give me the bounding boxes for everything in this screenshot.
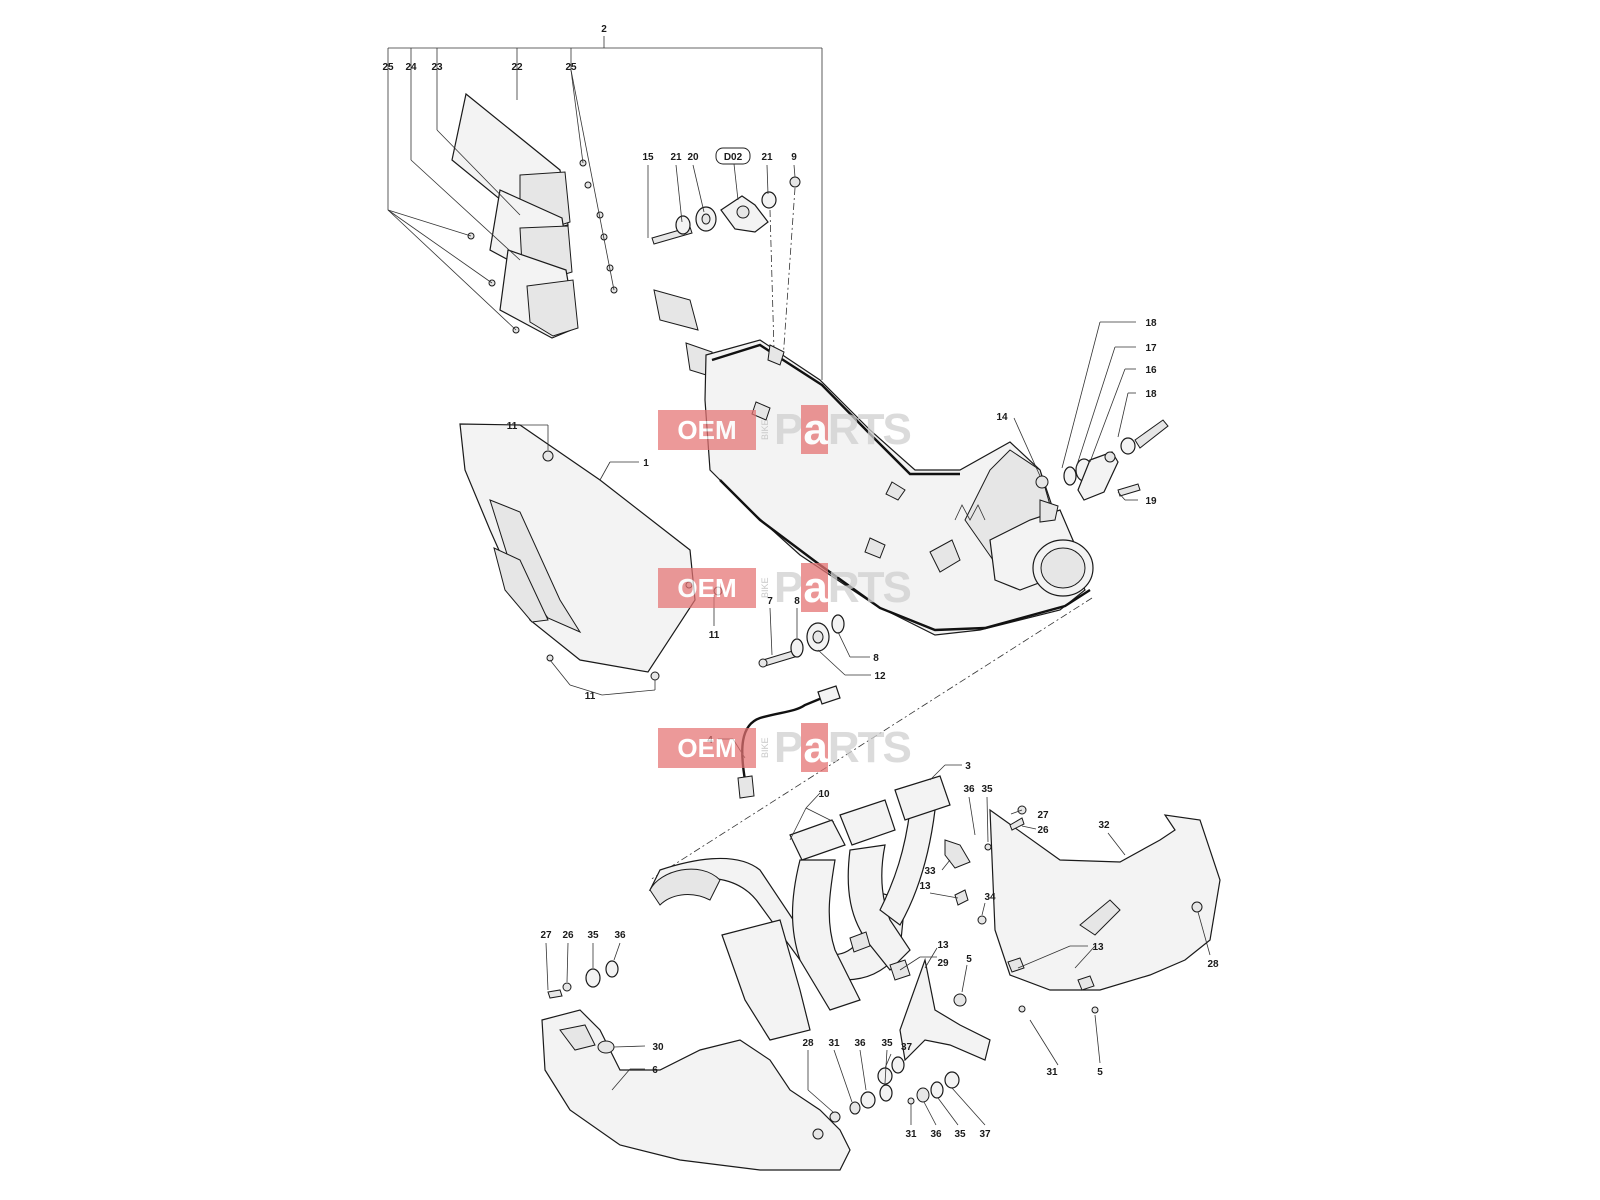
callout-8-left: 8: [794, 596, 800, 607]
cap-leader-lines: [387, 60, 615, 331]
callout-6: 6: [652, 1065, 658, 1076]
callout-20: 20: [687, 152, 699, 163]
watermark-oem: OEM: [658, 410, 756, 450]
callout-28-left: 28: [802, 1038, 814, 1049]
callout-21-right: 21: [761, 152, 773, 163]
callout-9: 9: [791, 152, 797, 163]
callout-13-right: 13: [1092, 942, 1104, 953]
callout-19: 19: [1145, 496, 1157, 507]
callout-3: 3: [965, 761, 971, 772]
callout-21-left: 21: [670, 152, 682, 163]
callout-34: 34: [984, 892, 996, 903]
front-mount-leaders: [769, 607, 871, 676]
callout-8-right: 8: [873, 653, 879, 664]
callout-28-right: 28: [1207, 959, 1219, 970]
watermark-oem: OEM: [658, 728, 756, 768]
callout-36-left: 36: [614, 930, 626, 941]
callout-31-left: 31: [828, 1038, 840, 1049]
callout-d02: D02: [724, 152, 743, 163]
callout-2: 2: [601, 24, 607, 35]
exhaust-header[interactable]: [648, 775, 951, 1041]
silencer-end-caps[interactable]: [451, 92, 579, 339]
watermark-parts: PaRTS: [774, 723, 912, 772]
callout-24: 24: [405, 62, 417, 73]
sensor-guide: [649, 597, 1093, 881]
callout-26-left: 26: [562, 930, 574, 941]
callout-22: 22: [511, 62, 523, 73]
silencer-hanger-hardware[interactable]: [1035, 419, 1169, 501]
callout-25-right: 25: [565, 62, 577, 73]
callout-13-center: 13: [937, 940, 949, 951]
left-belly-pan[interactable]: [541, 1009, 851, 1171]
watermark-bike: BIKE: [760, 577, 770, 599]
callout-11-bottom: 11: [585, 691, 596, 702]
right-pan-leaders: [929, 796, 1211, 1066]
callout-33: 33: [924, 866, 936, 877]
callout-32: 32: [1098, 820, 1110, 831]
callout-26-right: 26: [1037, 825, 1049, 836]
callout-11-top: 11: [507, 421, 518, 432]
callout-13-upper: 13: [919, 881, 931, 892]
silencer-heat-shield[interactable]: [459, 423, 723, 681]
callout-d02-box: [715, 147, 751, 165]
header-leaders: [789, 764, 962, 841]
callout-16: 16: [1145, 365, 1157, 376]
callout-37-upper: 37: [901, 1042, 913, 1053]
right-pan-hardware[interactable]: [944, 805, 1027, 925]
callout-labels: 2 25 24 23 22 25 15 21 20 D02 21 9 18 17…: [382, 24, 1219, 1140]
callout-17: 17: [1145, 343, 1157, 354]
callout-18-bottom: 18: [1145, 389, 1157, 400]
callout-31-right: 31: [1046, 1067, 1058, 1078]
watermark-parts: PaRTS: [774, 405, 912, 454]
callout-29: 29: [937, 958, 949, 969]
callout-36-lower-left: 36: [854, 1038, 866, 1049]
callout-36-upper: 36: [963, 784, 975, 795]
center-bracket-leaders: [884, 947, 986, 1126]
mount-leader-lines: [647, 163, 796, 361]
assembly-bracket-2: [387, 36, 823, 380]
callout-37-bottom: 37: [979, 1129, 991, 1140]
callout-5-center: 5: [966, 954, 972, 965]
callout-14: 14: [996, 412, 1008, 423]
watermark-parts: PaRTS: [774, 563, 912, 612]
rear-mount-hardware[interactable]: [651, 176, 801, 245]
callout-1: 1: [643, 458, 649, 469]
callout-23: 23: [431, 62, 443, 73]
callout-27-right: 27: [1037, 810, 1049, 821]
center-bracket[interactable]: [877, 957, 991, 1105]
callout-7: 7: [767, 596, 773, 607]
callout-35-bottom: 35: [954, 1129, 966, 1140]
callout-30: 30: [652, 1042, 664, 1053]
right-belly-pan[interactable]: [989, 808, 1221, 1014]
callout-31-bottom: 31: [905, 1129, 917, 1140]
callout-36-bottom: 36: [930, 1129, 942, 1140]
callout-18-top: 18: [1145, 318, 1157, 329]
left-pan-leaders: [545, 942, 888, 1113]
callout-10: 10: [818, 789, 830, 800]
callout-27-left: 27: [540, 930, 552, 941]
callout-35-left: 35: [587, 930, 599, 941]
callout-35-upper: 35: [981, 784, 993, 795]
left-pan-hardware[interactable]: [547, 960, 893, 1123]
watermark-oem: OEM: [658, 568, 756, 608]
callout-11-mid: 11: [709, 630, 720, 641]
hanger-leader-lines: [1013, 321, 1138, 501]
callout-5-right: 5: [1097, 1067, 1103, 1078]
watermark-bike: BIKE: [760, 737, 770, 759]
callout-35-lower-left: 35: [881, 1038, 893, 1049]
front-mount-hardware[interactable]: [758, 614, 845, 668]
watermark-bike: BIKE: [760, 419, 770, 441]
callout-12: 12: [874, 671, 886, 682]
callout-25-left: 25: [382, 62, 394, 73]
callout-15: 15: [642, 152, 654, 163]
